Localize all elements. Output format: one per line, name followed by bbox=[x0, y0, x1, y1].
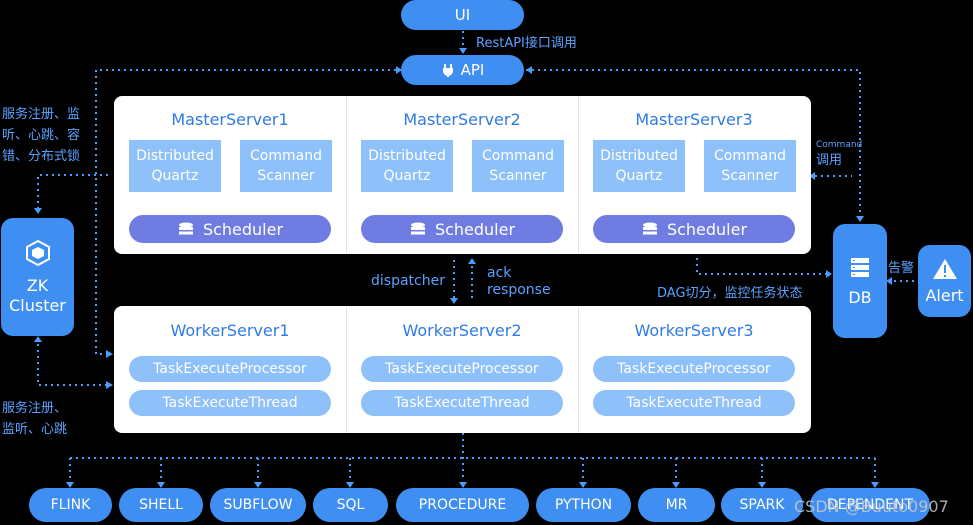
note-line: 服务注册、监 bbox=[2, 107, 81, 122]
scheduler-pill: Scheduler bbox=[129, 215, 331, 243]
master-panel: MasterServer1 MasterServer2 MasterServer… bbox=[114, 96, 811, 254]
box-line: Distributed bbox=[136, 148, 214, 164]
task-execute-thread: TaskExecuteThread bbox=[361, 390, 563, 416]
divider bbox=[346, 306, 347, 433]
command-call-note: 调用 bbox=[816, 153, 843, 168]
note-line: 监听、心跳 bbox=[2, 422, 68, 437]
box-line: Command bbox=[250, 148, 322, 164]
alert-label: Alert bbox=[925, 285, 964, 305]
database-icon bbox=[410, 222, 425, 235]
worker-server-1-title: WorkerServer1 bbox=[170, 321, 290, 340]
scheduler-pill: Scheduler bbox=[593, 215, 795, 243]
cube-icon bbox=[25, 239, 50, 267]
box-line: Scanner bbox=[257, 168, 315, 184]
task-subflow: SUBFLOW bbox=[210, 488, 306, 522]
worker-server-2-title: WorkerServer2 bbox=[402, 321, 522, 340]
api-label: API bbox=[460, 61, 485, 79]
task-dependent: DEPENDENT bbox=[810, 488, 930, 522]
api-node: API bbox=[401, 55, 524, 85]
master-server-3-title: MasterServer3 bbox=[635, 110, 753, 129]
worker-server-3-title: WorkerServer3 bbox=[634, 321, 754, 340]
task-flink: FLINK bbox=[29, 488, 112, 522]
ui-label: UI bbox=[454, 6, 471, 24]
task-python: PYTHON bbox=[536, 488, 631, 522]
task-execute-processor: TaskExecuteProcessor bbox=[361, 356, 563, 382]
task-execute-thread: TaskExecuteThread bbox=[593, 390, 795, 416]
scheduler-label: Scheduler bbox=[434, 219, 516, 239]
box-line: Quartz bbox=[151, 168, 199, 184]
plug-icon bbox=[442, 64, 453, 77]
box-line: Command bbox=[482, 148, 554, 164]
response-label: response bbox=[487, 282, 551, 298]
db-node: DB bbox=[833, 224, 887, 338]
note-line: 服务注册、 bbox=[2, 401, 68, 416]
server-icon bbox=[851, 257, 869, 277]
task-execute-thread: TaskExecuteThread bbox=[129, 390, 331, 416]
command-note: Command bbox=[816, 140, 863, 150]
cluster-label: Cluster bbox=[9, 296, 66, 315]
box-line: Quartz bbox=[615, 168, 663, 184]
master-server-2-title: MasterServer2 bbox=[403, 110, 521, 129]
alert-node: Alert bbox=[918, 245, 971, 317]
alarm-note: 告警 bbox=[888, 261, 915, 276]
ui-node: UI bbox=[401, 0, 524, 30]
box-line: Scanner bbox=[721, 168, 779, 184]
scheduler-label: Scheduler bbox=[202, 219, 284, 239]
scheduler-pill: Scheduler bbox=[361, 215, 563, 243]
task-execute-processor: TaskExecuteProcessor bbox=[129, 356, 331, 382]
divider bbox=[578, 96, 579, 254]
database-icon bbox=[642, 222, 657, 235]
box-line: Distributed bbox=[600, 148, 678, 164]
db-label: DB bbox=[848, 287, 872, 307]
task-procedure: PROCEDURE bbox=[396, 488, 529, 522]
ack-response-note: ack response bbox=[487, 265, 551, 299]
database-icon bbox=[178, 222, 193, 235]
warning-icon bbox=[932, 258, 957, 279]
dag-note: DAG切分，监控任务状态 bbox=[657, 286, 803, 301]
service-registry-note-bottom: 服务注册、 监听、心跳 bbox=[2, 398, 67, 440]
task-spark: SPARK bbox=[721, 488, 803, 522]
ack-label: ack bbox=[487, 265, 512, 281]
note-line: 听、心跳、容 bbox=[2, 128, 81, 143]
scheduler-label: Scheduler bbox=[666, 219, 748, 239]
box-line: Command bbox=[714, 148, 786, 164]
task-sql: SQL bbox=[313, 488, 388, 522]
task-execute-processor: TaskExecuteProcessor bbox=[593, 356, 795, 382]
box-line: Quartz bbox=[383, 168, 431, 184]
task-mr: MR bbox=[638, 488, 715, 522]
worker-panel: WorkerServer1 WorkerServer2 WorkerServer… bbox=[114, 306, 811, 433]
watermark: CSDN @Buuto0907 bbox=[794, 497, 949, 516]
dispatcher-note: dispatcher bbox=[371, 273, 445, 289]
divider bbox=[578, 306, 579, 433]
master-server-1-title: MasterServer1 bbox=[171, 110, 289, 129]
box-line: Scanner bbox=[489, 168, 547, 184]
box-line: Distributed bbox=[368, 148, 446, 164]
zk-cluster-node: ZK Cluster bbox=[1, 218, 74, 336]
restapi-label: RestAPI接口调用 bbox=[476, 36, 577, 51]
note-line: 错、分布式锁 bbox=[2, 149, 81, 164]
divider bbox=[346, 96, 347, 254]
service-registry-note-top: 服务注册、监 听、心跳、容 错、分布式锁 bbox=[2, 104, 80, 167]
zk-label: ZK bbox=[26, 276, 49, 295]
task-shell: SHELL bbox=[119, 488, 203, 522]
